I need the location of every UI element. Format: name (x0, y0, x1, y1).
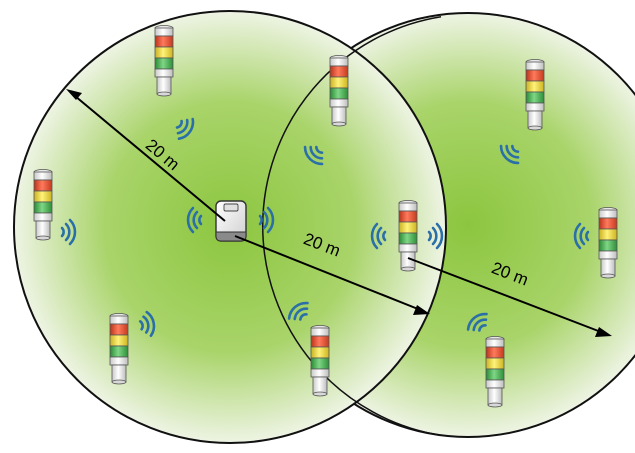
signal-tower-bottom-right (485, 336, 505, 408)
signal-tower-top-middle (329, 55, 349, 127)
receiver-unit-icon (215, 200, 247, 242)
arrow-head (413, 305, 430, 315)
radius-arrow-right (407, 257, 602, 333)
radius-arrow-diagonal (74, 95, 226, 222)
radius-arrows (66, 89, 612, 337)
arrow-head (66, 89, 82, 100)
radius-arrow-left-horizontal (234, 235, 419, 310)
coverage-zone-overlap-outline (261, 15, 442, 437)
signal-tower-top-left (154, 25, 174, 97)
signal-tower-bottom-middle (310, 325, 330, 397)
signal-tower-bottom-left (109, 313, 129, 385)
arrow-head (595, 327, 612, 337)
signal-tower-left (33, 169, 53, 241)
signal-tower-top-right (525, 59, 545, 131)
signal-tower-right (598, 207, 618, 279)
